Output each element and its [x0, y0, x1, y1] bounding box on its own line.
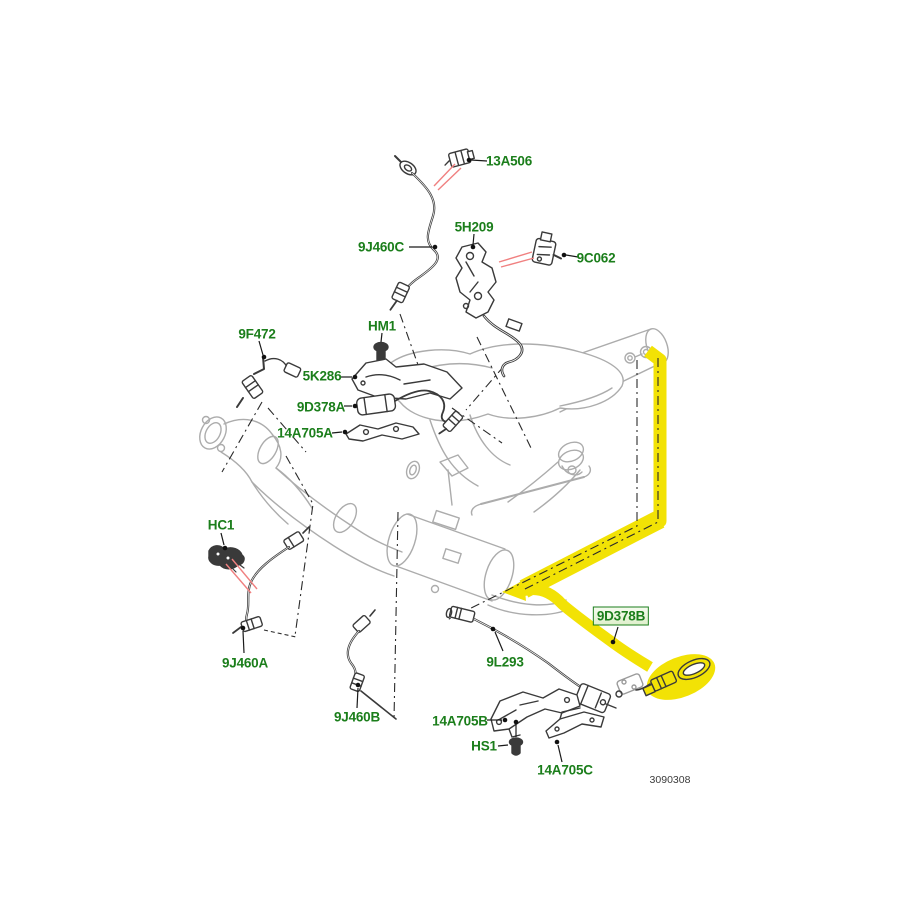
part-label-hs1[interactable]: HS1 [471, 738, 497, 754]
part-label-9j460a[interactable]: 9J460A [221, 655, 269, 671]
part-label-14a705a[interactable]: 14A705A [277, 425, 333, 441]
part-label-14a705b[interactable]: 14A705B [432, 713, 488, 729]
callout-leader-lines [220, 157, 619, 763]
part-label-9f472[interactable]: 9F472 [238, 326, 276, 342]
part-label-13a506[interactable]: 13A506 [485, 153, 533, 169]
sensor-parts-art [208, 148, 711, 756]
part-label-hc1[interactable]: HC1 [207, 517, 235, 533]
part-label-5k286[interactable]: 5K286 [302, 368, 342, 384]
projection-lines [221, 313, 659, 721]
part-label-14a705c[interactable]: 14A705C [537, 762, 593, 778]
exhaust-assembly-art [199, 328, 669, 695]
part-label-9j460b[interactable]: 9J460B [333, 709, 381, 725]
part-label-9d378b[interactable]: 9D378B [592, 606, 650, 626]
part-label-9d378a[interactable]: 9D378A [296, 399, 346, 415]
part-label-9j460c[interactable]: 9J460C [357, 239, 405, 255]
drawing-number: 3090308 [649, 774, 691, 786]
part-label-5h209[interactable]: 5H209 [454, 219, 494, 235]
part-label-9c062[interactable]: 9C062 [576, 250, 616, 266]
part-label-9l293[interactable]: 9L293 [486, 654, 524, 670]
part-label-hm1[interactable]: HM1 [368, 318, 396, 334]
red-leader-lines [225, 163, 535, 594]
